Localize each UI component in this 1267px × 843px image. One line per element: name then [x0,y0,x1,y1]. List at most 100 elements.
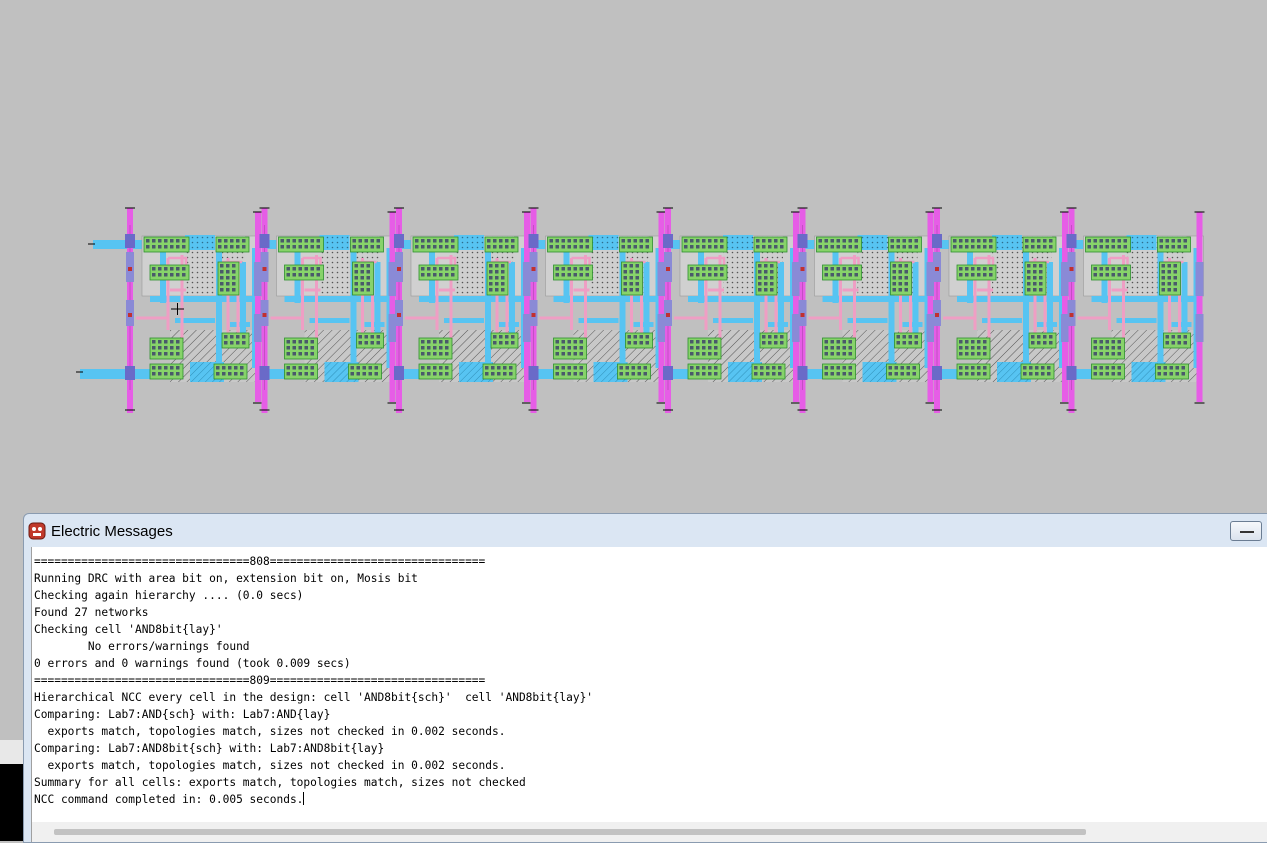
contact-cut [965,346,969,350]
contact-cut [292,340,296,344]
pin-contact [262,267,267,271]
contact-cut [368,372,372,376]
background-window-edge [0,740,24,764]
contact-cut [176,372,180,376]
minimize-button[interactable] [1230,521,1262,541]
contact-cut [836,239,840,243]
log-line: Checking cell 'AND8bit{lay}' [34,623,223,636]
via-stack [528,366,539,380]
contact-cut [1037,239,1041,243]
contact-cut [766,372,770,376]
contact-cut [1027,264,1031,268]
contact-cut [573,346,577,350]
contact-cut [631,366,635,370]
contact-cut [965,267,969,271]
metal1-vertical [754,248,760,368]
contact-cut [621,245,625,249]
layout-canvas[interactable] [0,0,1267,512]
contact-cut [561,239,565,243]
contact-cut [427,267,431,271]
contact-cut [316,245,320,249]
contact-cut [555,346,559,350]
contact-cut [894,372,898,376]
contact-cut [164,239,168,243]
metal2-output [927,212,934,402]
contact-cut [842,245,846,249]
contact-cut [230,335,234,339]
contact-cut [1033,282,1037,286]
log-line: exports match, topologies match, sizes n… [34,725,506,738]
contact-cut [439,245,443,249]
horizontal-scrollbar[interactable] [32,822,1267,842]
contact-cut [690,346,694,350]
contact-cut [489,264,493,268]
contact-cut [1041,366,1045,370]
contact-cut [690,245,694,249]
contact-cut [708,366,712,370]
contact-cut [1167,276,1171,280]
contact-cut [645,239,649,243]
metal1-vertical [216,248,222,368]
contact-cut [310,372,314,376]
metal2-output [255,212,261,402]
contact-cut [350,366,354,370]
contact-cut [764,276,768,280]
contact-cut [1039,288,1043,292]
contact-cut [495,282,499,286]
message-log[interactable]: ================================808=====… [31,547,1267,842]
contact-cut [842,267,846,271]
contact-cut [780,335,784,339]
contact-cut [633,341,637,345]
contact-cut [627,245,631,249]
contact-cut [561,267,565,271]
contact-cut [904,270,908,274]
contact-cut [304,245,308,249]
contact-cut [286,239,290,243]
log-line: 0 errors and 0 warnings found (took 0.00… [34,657,351,670]
contact-cut [768,335,772,339]
contact-cut [824,340,828,344]
contact-cut [1029,372,1033,376]
contact-cut [1105,340,1109,344]
contact-cut [555,352,559,356]
contact-cut [356,372,360,376]
messages-titlebar[interactable]: Electric Messages [24,514,1267,546]
contact-cut [1175,372,1179,376]
contact-cut [567,267,571,271]
contact-cut [585,267,589,271]
via-stack [1066,366,1077,380]
contact-cut [505,239,509,243]
contact-cut [902,335,906,339]
contact-cut [1157,366,1161,370]
contact-cut [220,276,224,280]
contact-cut [696,372,700,376]
contact-cut [1087,239,1091,243]
contact-cut [298,245,302,249]
metal1-route [768,322,788,327]
metal1-vertical [509,262,515,342]
contact-cut [310,352,314,356]
messages-window[interactable]: Electric Messages ======================… [23,513,1267,843]
contact-cut [439,267,443,271]
contact-cut [696,346,700,350]
contact-cut [493,335,497,339]
metal1-route [633,322,654,327]
contact-cut [627,341,631,345]
contact-cut [959,267,963,271]
contact-cut [364,245,368,249]
contact-cut [224,335,228,339]
contact-cut [421,346,425,350]
contact-cut [1099,346,1103,350]
contact-cut [304,352,308,356]
contact-cut [152,273,156,277]
contact-cut [445,273,449,277]
log-line: ================================808=====… [34,555,486,568]
scrollbar-thumb[interactable] [54,829,1086,835]
contact-cut [232,282,236,286]
pin-contact [1069,313,1074,317]
contact-cut [240,366,244,370]
contact-cut [421,372,425,376]
contact-cut [914,341,918,345]
contact-cut [310,267,314,271]
contact-cut [830,239,834,243]
